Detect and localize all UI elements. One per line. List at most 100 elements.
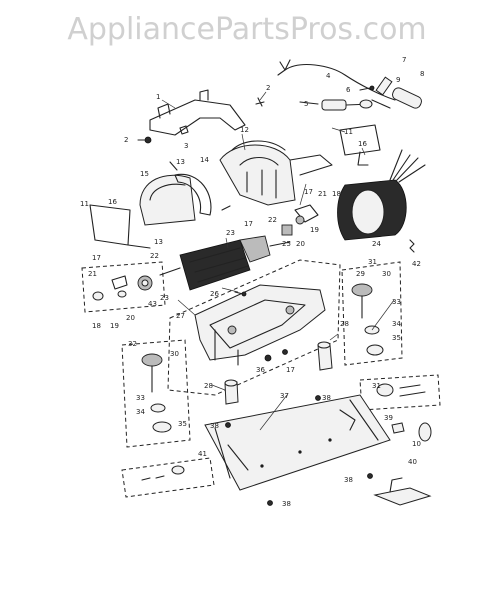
callout-9: 9 [396, 76, 400, 84]
callout-24: 24 [372, 240, 381, 248]
part-field-coil [337, 149, 426, 241]
part-bushing-28-right [317, 341, 333, 371]
part-screw-38 [225, 395, 373, 506]
callout-34: 34 [392, 320, 401, 328]
callout-28b: 28 [204, 382, 213, 390]
part-bushing-28-left [224, 379, 239, 405]
part-gear-assembly-left [81, 261, 166, 313]
callout-38c: 38 [344, 476, 353, 484]
callout-21: 21 [318, 190, 327, 198]
part-spring-10 [418, 422, 432, 442]
callout-36: 36 [256, 366, 265, 374]
callout-30: 30 [382, 270, 391, 278]
callout-41: 41 [198, 450, 207, 458]
callout-18b: 18 [92, 322, 101, 330]
part-gear-housing [194, 284, 326, 366]
callout-20: 20 [296, 240, 305, 248]
callout-17b: 17 [304, 188, 313, 196]
callout-28: 28 [340, 320, 349, 328]
watermark-logo: AppliancePartsPros.com [67, 12, 427, 47]
callout-16: 16 [108, 198, 117, 206]
callout-30b: 30 [170, 350, 179, 358]
part-armature [159, 235, 291, 291]
part-blade-clamp [373, 477, 432, 506]
callout-22: 22 [268, 216, 277, 224]
callout-27: 27 [176, 312, 185, 320]
callout-13b: 13 [154, 238, 163, 246]
callout-4: 4 [326, 72, 331, 80]
part-clip-3 [179, 125, 189, 135]
callout-19b: 19 [110, 322, 119, 330]
callout-10: 10 [412, 440, 421, 448]
part-motor-bracket [149, 89, 246, 136]
callout-33b: 33 [136, 394, 145, 402]
callout-15: 15 [140, 170, 149, 178]
callout-2b: 2 [266, 84, 270, 92]
callout-16b: 16 [358, 140, 367, 148]
callout-19: 19 [310, 226, 319, 234]
part-base-plate [204, 394, 391, 491]
part-screw-13 [169, 161, 231, 211]
callout-11: 11 [80, 200, 89, 208]
callout-2: 2 [124, 136, 128, 144]
callout-29: 29 [356, 270, 365, 278]
part-side-bracket [89, 204, 151, 249]
callout-39: 39 [384, 414, 393, 422]
callout-18: 18 [332, 190, 341, 198]
callout-labels: 1 2 2 3 4 5 6 7 8 9 10 11 11 12 13 13 14… [80, 56, 424, 508]
callout-31b: 31 [372, 382, 381, 390]
callout-23: 23 [226, 229, 235, 237]
part-gear-assembly-left-lower [121, 339, 191, 448]
callout-5: 5 [304, 100, 308, 108]
part-brush-holder [294, 204, 319, 225]
callout-17d: 17 [286, 366, 295, 374]
callout-38d: 38 [282, 500, 291, 508]
part-blade-guard [139, 173, 212, 226]
part-small-screw-6 [359, 85, 375, 91]
part-link-assembly-right [359, 374, 441, 411]
callout-20b: 20 [126, 314, 135, 322]
callout-21b: 21 [88, 270, 97, 278]
callout-leaders [161, 91, 395, 431]
callout-17c: 17 [244, 220, 253, 228]
callout-17: 17 [92, 254, 101, 262]
part-clip-39 [391, 422, 405, 434]
part-screw-36 [264, 354, 272, 362]
callout-14: 14 [200, 156, 209, 164]
callout-38: 38 [322, 394, 331, 402]
part-screw-26 [234, 291, 247, 297]
callout-37: 37 [280, 392, 289, 400]
callout-34b: 34 [136, 408, 145, 416]
part-spring-42 [409, 239, 415, 253]
callout-25: 25 [282, 240, 291, 248]
part-brush-22 [281, 224, 293, 236]
callout-11b: 11 [344, 128, 353, 136]
callout-38b: 38 [210, 422, 219, 430]
part-screw-2b [255, 97, 265, 107]
callout-7: 7 [402, 56, 406, 64]
part-power-cord [277, 59, 422, 109]
callout-26: 26 [210, 290, 219, 298]
callout-12: 12 [240, 126, 249, 134]
callout-35b: 35 [178, 420, 187, 428]
part-gear-assembly-right [341, 261, 403, 366]
part-switch [299, 99, 391, 111]
callout-31: 31 [368, 258, 377, 266]
callout-1: 1 [156, 93, 160, 101]
callout-23b: 23 [160, 294, 169, 302]
callout-3: 3 [184, 142, 188, 150]
part-roller-assembly [121, 457, 215, 498]
callout-42: 42 [412, 260, 421, 268]
callout-43: 43 [148, 300, 157, 308]
callout-22b: 22 [150, 252, 159, 260]
callout-33: 33 [392, 298, 401, 306]
callout-8: 8 [420, 70, 424, 78]
callout-32: 32 [128, 340, 137, 348]
part-screw-2 [137, 136, 152, 144]
callout-35: 35 [392, 334, 401, 342]
part-gear-housing-outline [167, 259, 341, 396]
part-screw-17 [282, 349, 288, 355]
part-cord-bracket [339, 124, 381, 166]
callout-40: 40 [408, 458, 417, 466]
